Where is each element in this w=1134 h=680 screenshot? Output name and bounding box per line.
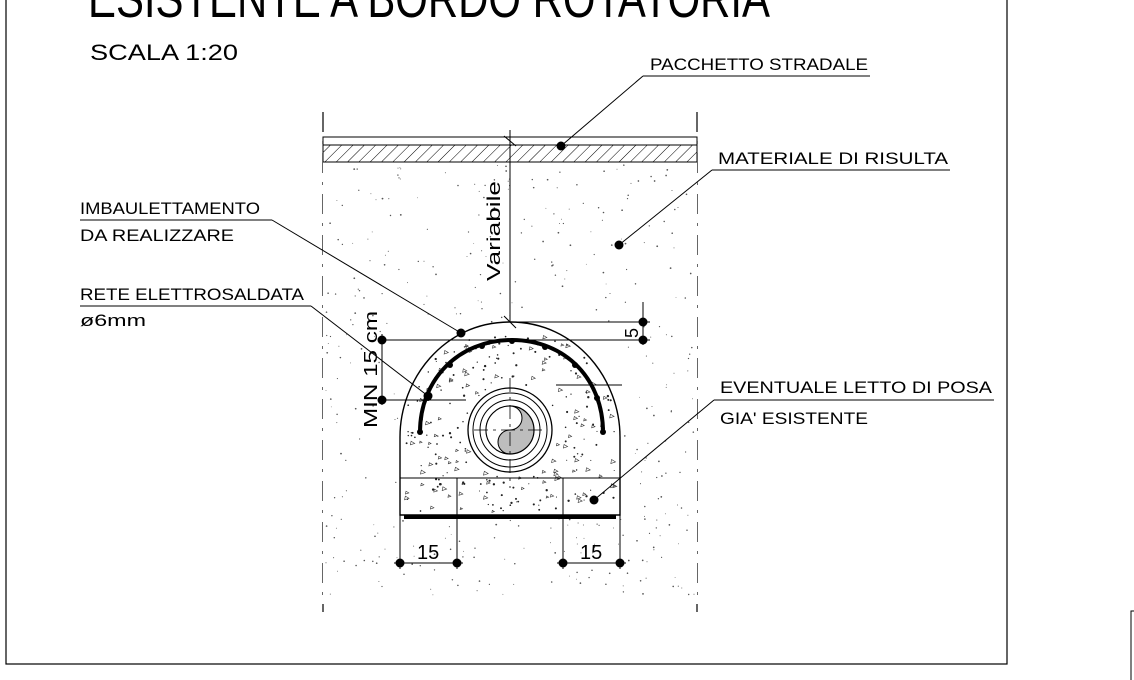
cable-pipe [467, 378, 553, 488]
dim-fifteen-left: 15 [417, 542, 439, 564]
label-materiale: MATERIALE DI RISULTA [718, 149, 949, 168]
drawing-title: ESISTENTE A BORDO ROTATORIA [88, 0, 770, 29]
adjacent-sheet-frame [1130, 610, 1134, 680]
label-letto-1: EVENTUALE LETTO DI POSA [720, 378, 993, 397]
concrete-speckle [404, 335, 618, 513]
label-letto-2: GIA' ESISTENTE [720, 409, 868, 428]
label-imbaulettamento-1: IMBAULETTAMENTO [80, 199, 260, 218]
label-rete-1: RETE ELETTROSALDATA [80, 285, 305, 304]
label-pacchetto: PACCHETTO STRADALE [650, 55, 868, 74]
dim-five: 5 [622, 328, 642, 338]
label-imbaulettamento-2: DA REALIZZARE [80, 226, 234, 245]
sheet-frame [5, 0, 1008, 665]
scale-label: SCALA 1:20 [90, 40, 238, 65]
dim-variabile: Variabile [484, 181, 504, 281]
dim-min15: MIN 15 cm [361, 311, 381, 428]
dim-fifteen-right: 15 [580, 542, 602, 564]
label-rete-2: ø6mm [80, 311, 146, 330]
